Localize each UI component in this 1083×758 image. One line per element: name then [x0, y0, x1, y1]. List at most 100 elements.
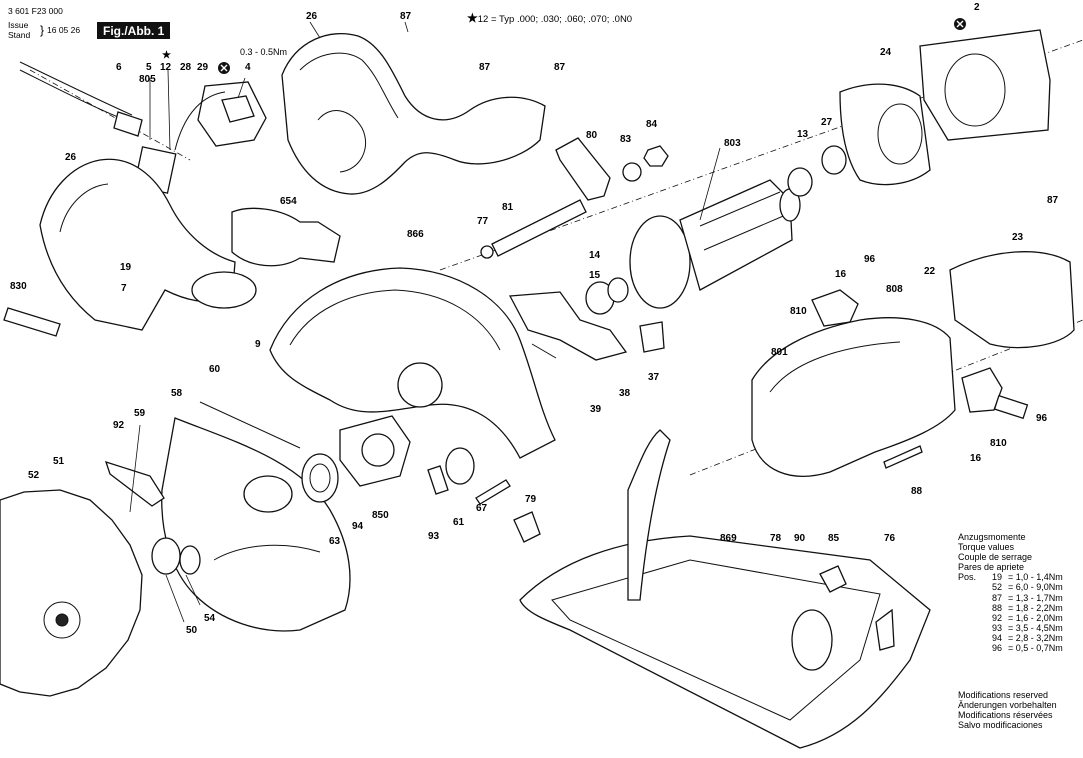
leader-lines — [129, 21, 721, 623]
torque-title-fr: Couple de serrage — [958, 552, 1033, 563]
saw-blade — [0, 489, 143, 697]
callout-78: 78 — [770, 533, 782, 544]
callout-60: 60 — [209, 364, 221, 375]
callout-87-top: 87 — [400, 11, 412, 22]
callout-2: 2 — [974, 2, 980, 13]
nut-84 — [643, 145, 669, 167]
star-icon: ★ — [467, 11, 478, 25]
callout-805: 805 — [139, 74, 156, 85]
callout-58: 58 — [171, 388, 183, 399]
bracket-76 — [875, 608, 895, 651]
type-note-ref: 12 — [477, 14, 489, 25]
base-plate — [519, 535, 931, 749]
base-inner-edge — [551, 559, 881, 721]
callout-4: 4 — [245, 62, 251, 73]
callout-88: 88 — [911, 486, 923, 497]
callout-96-lower: 96 — [1036, 413, 1048, 424]
screw-93 — [427, 465, 449, 495]
lower-blade-guard — [161, 417, 351, 632]
callout-85: 85 — [828, 533, 840, 544]
callout-810-upper: 810 — [790, 306, 807, 317]
torque-pos-label: Pos. — [958, 572, 977, 583]
callout-29: 29 — [197, 62, 209, 73]
torque-pos: 19 — [991, 572, 1002, 583]
callout-14: 14 — [589, 250, 601, 261]
callout-torque-4: 0.3 - 0.5Nm — [240, 47, 288, 57]
callout-15: 15 — [589, 270, 601, 281]
callout-16-upper: 16 — [835, 269, 847, 280]
carbon-37 — [639, 321, 665, 353]
callout-9: 9 — [255, 339, 261, 350]
bracket-icon: } — [40, 23, 45, 37]
callout-63: 63 — [329, 536, 341, 547]
callout-869: 869 — [720, 533, 737, 544]
callout-83: 83 — [620, 134, 632, 145]
ring-27 — [821, 145, 847, 175]
callout-830: 830 — [10, 281, 27, 292]
x-marker-icon — [954, 18, 966, 30]
torque-row: 92 = 1,6 - 2,0Nm — [958, 613, 1063, 623]
type-note: ★12 = Typ .000; .030; .060; .070; .0N0 — [467, 11, 632, 25]
modifications-de: Änderungen vorbehalten — [958, 700, 1057, 711]
callout-6: 6 — [116, 62, 122, 73]
clamp-85 — [819, 565, 847, 593]
clamp-79 — [513, 511, 541, 543]
callout-654: 654 — [280, 196, 297, 207]
torque-value: = 1,6 - 2,0Nm — [1008, 612, 1063, 623]
torque-value: = 2,8 - 3,2Nm — [1008, 632, 1063, 643]
handle-inner-edge — [299, 52, 399, 119]
callout-87-mid: 87 — [479, 62, 491, 73]
callout-810-lower: 810 — [990, 438, 1007, 449]
callout-22: 22 — [924, 266, 936, 277]
guard-opening — [243, 475, 293, 513]
torque-pos: 87 — [991, 592, 1002, 603]
callout-19: 19 — [120, 262, 132, 273]
callout-850: 850 — [372, 510, 389, 521]
outer-flange — [151, 537, 181, 575]
callout-38: 38 — [619, 388, 631, 399]
angle-knob — [791, 609, 833, 671]
callout-79: 79 — [525, 494, 537, 505]
torque-row: 87 = 1,3 - 1,7Nm — [958, 593, 1063, 603]
spring-39 — [531, 343, 557, 359]
callout-26-rear: 26 — [65, 152, 77, 163]
modifications-note: Modifications reserved Änderungen vorbeh… — [958, 690, 1057, 730]
grip-texture — [59, 183, 109, 233]
callout-52: 52 — [28, 470, 40, 481]
doc-number: 3 601 F23 000 — [8, 6, 63, 16]
callout-866: 866 — [407, 229, 424, 240]
torque-value: = 0,5 - 0,7Nm — [1008, 643, 1063, 654]
callout-54: 54 — [204, 613, 216, 624]
handle-housing-rear — [39, 158, 236, 331]
callout-77: 77 — [477, 216, 489, 227]
callout-87-right: 87 — [554, 62, 566, 73]
torque-pos: 96 — [991, 643, 1002, 654]
guard-cut — [213, 544, 321, 561]
torque-pos: 88 — [991, 602, 1002, 613]
callout-803: 803 — [724, 138, 741, 149]
issue-label: Issue — [8, 20, 29, 30]
star-icon: ★ — [162, 50, 171, 61]
guard-rib — [289, 289, 501, 351]
upper-blade-guard — [269, 267, 556, 459]
power-cord — [19, 61, 177, 194]
bushing — [445, 447, 475, 485]
callout-51: 51 — [53, 456, 65, 467]
callout-76: 76 — [884, 533, 896, 544]
callout-39: 39 — [590, 404, 602, 415]
torque-row: Pos. 19 = 1,0 - 1,4Nm — [958, 572, 1063, 582]
torque-row: 93 = 3,5 - 4,5Nm — [958, 623, 1063, 633]
callout-87-far: 87 — [1047, 195, 1059, 206]
carbon-96 — [993, 394, 1029, 420]
housing-vent — [769, 341, 901, 393]
inner-flange — [179, 545, 201, 575]
modifications-en: Modifications reserved — [958, 690, 1049, 700]
brush-holder-upper — [811, 289, 859, 327]
callout-26-top: 26 — [306, 11, 318, 22]
callout-23: 23 — [1012, 232, 1024, 243]
torque-pos: 93 — [991, 622, 1002, 633]
lever-80 — [555, 137, 611, 201]
dust-duct — [191, 207, 341, 309]
torque-row: 52 = 6,0 - 9,0Nm — [958, 582, 1063, 592]
figure-label: Fig./Abb. 1 — [97, 22, 171, 39]
